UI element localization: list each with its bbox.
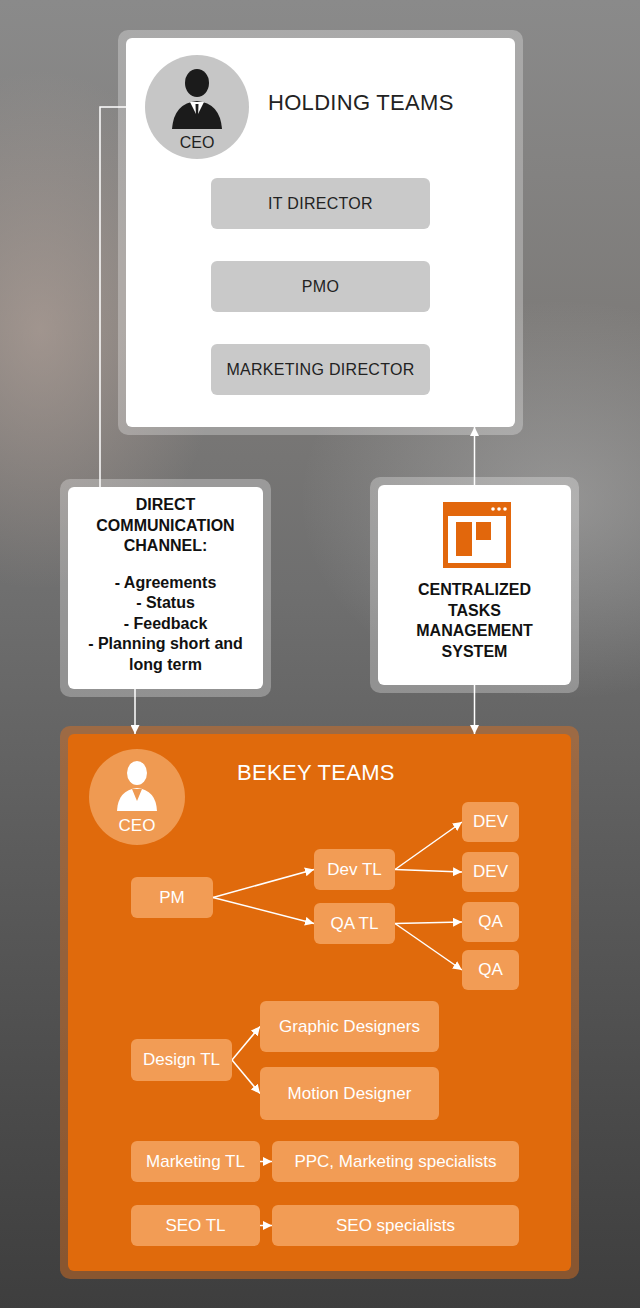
role-label: Design TL — [143, 1050, 220, 1070]
team-box: Marketing TL — [131, 1141, 260, 1182]
team-box: PPC, Marketing specialists — [272, 1141, 519, 1182]
role-label: CEO — [119, 816, 156, 836]
card-text: - Status — [136, 593, 195, 614]
connector-arrow — [232, 1027, 260, 1061]
role-label: QA — [478, 912, 503, 932]
card-text: - Feedback — [124, 614, 208, 635]
card-text: CENTRALIZED TASKS MANAGEMENT SYSTEM — [405, 580, 545, 662]
team-box: DEV — [462, 802, 519, 842]
role-box: IT DIRECTOR — [211, 178, 430, 229]
connector-arrow — [213, 870, 314, 898]
team-box: QA — [462, 902, 519, 942]
ceo-circle: CEO — [89, 749, 185, 845]
role-label: CEO — [180, 134, 215, 152]
connector-arrow — [213, 898, 314, 924]
connector-arrow — [260, 1161, 272, 1163]
role-label: PPC, Marketing specialists — [294, 1152, 496, 1172]
team-box: Dev TL — [314, 849, 395, 890]
role-box: MARKETING DIRECTOR — [211, 344, 430, 395]
role-label: IT DIRECTOR — [268, 195, 373, 213]
team-box: DEV — [462, 852, 519, 892]
card-text: - Planning short and long term — [81, 634, 251, 675]
connector-arrow — [474, 685, 476, 734]
channel-card: DIRECT COMMUNICATION CHANNEL: - Agreement… — [68, 487, 263, 689]
connector-arrow — [395, 924, 462, 971]
role-label: QA — [478, 960, 503, 980]
team-box: Design TL — [131, 1039, 232, 1081]
team-box: QA — [462, 950, 519, 990]
role-label: Marketing TL — [146, 1152, 245, 1172]
ceo-circle: CEO — [145, 55, 249, 159]
team-box: SEO specialists — [272, 1205, 519, 1246]
card-text: - Agreements — [115, 573, 217, 594]
role-label: Dev TL — [327, 860, 382, 880]
role-label: QA TL — [331, 914, 379, 934]
connector-arrow — [474, 427, 476, 485]
connector-arrow — [134, 689, 136, 734]
connector-arrow — [100, 107, 145, 487]
team-box: Motion Designer — [260, 1067, 439, 1120]
role-label: DEV — [473, 862, 508, 882]
team-box: QA TL — [314, 903, 395, 944]
connector-arrow — [395, 822, 462, 870]
panel-heading: HOLDING TEAMS — [268, 90, 454, 116]
card-text: DIRECT COMMUNICATION CHANNEL: — [86, 495, 246, 557]
connector-arrow — [395, 922, 462, 924]
bekey-panel: BEKEY TEAMS CEO PM Dev TL QA TL DEV DEV QA QA De… — [68, 734, 571, 1271]
role-label: PMO — [302, 278, 339, 296]
role-label: SEO TL — [165, 1216, 225, 1236]
team-box: Graphic Designers — [260, 1001, 439, 1052]
team-box: SEO TL — [131, 1205, 260, 1246]
role-label: DEV — [473, 812, 508, 832]
role-label: SEO specialists — [336, 1216, 455, 1236]
role-label: PM — [159, 888, 185, 908]
role-label: MARKETING DIRECTOR — [226, 361, 414, 379]
role-box: PMO — [211, 261, 430, 312]
connector-arrow — [232, 1060, 260, 1094]
panel-heading: BEKEY TEAMS — [237, 760, 395, 786]
role-label: Motion Designer — [288, 1084, 412, 1104]
role-label: Graphic Designers — [279, 1017, 420, 1037]
system-card: CENTRALIZED TASKS MANAGEMENT SYSTEM — [378, 485, 571, 685]
task-board-icon — [443, 502, 511, 568]
connector-arrow — [395, 870, 462, 873]
connector-arrow — [260, 1225, 272, 1227]
team-box: PM — [131, 877, 213, 918]
holding-panel: HOLDING TEAMS CEO IT DIRECTOR PMO MARKETING… — [126, 38, 515, 427]
